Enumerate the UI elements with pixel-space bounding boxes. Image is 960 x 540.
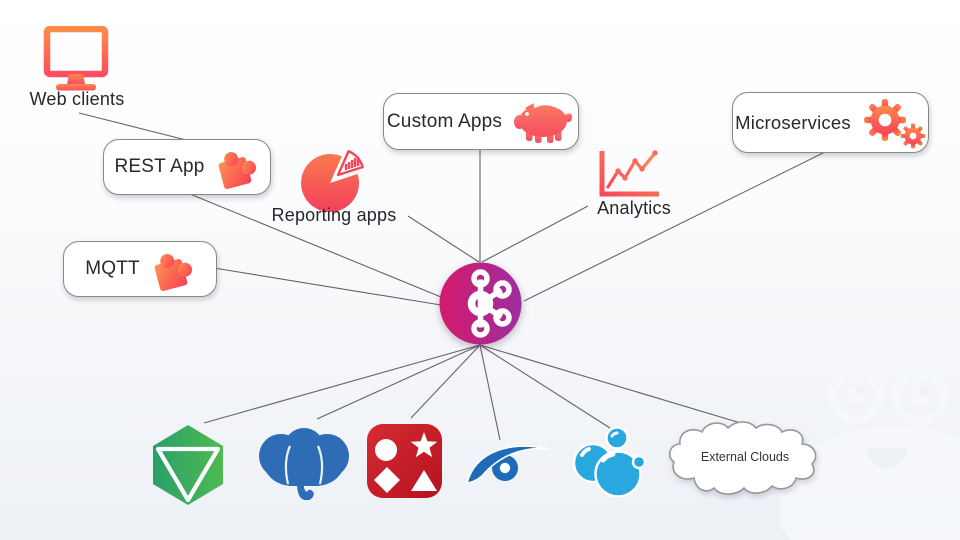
rest-app-label: REST App bbox=[114, 156, 205, 177]
pie-chart-icon bbox=[301, 150, 364, 213]
green-hexagon-db-icon bbox=[153, 425, 223, 505]
analytics-label: Analytics bbox=[597, 198, 671, 218]
blue-eye-icon bbox=[465, 445, 550, 484]
postgresql-elephant-icon bbox=[259, 428, 349, 500]
external-clouds-node: External Clouds bbox=[666, 420, 824, 500]
mqtt-node: MQTT bbox=[63, 241, 217, 297]
custom-apps-node: Custom Apps bbox=[383, 93, 579, 150]
reporting-apps-label: Reporting apps bbox=[271, 205, 397, 225]
piggy-bank-icon bbox=[514, 102, 573, 143]
puzzle-icon bbox=[219, 152, 257, 189]
microservices-node: Microservices bbox=[732, 92, 929, 153]
web-clients-label: Web clients bbox=[29, 89, 125, 109]
red-shapes-app-icon bbox=[367, 424, 442, 498]
monitor-icon bbox=[43, 26, 109, 91]
microservices-label: Microservices bbox=[735, 111, 851, 133]
kafka-hub-icon bbox=[439, 262, 522, 345]
line-chart-icon bbox=[599, 150, 659, 197]
puzzle-icon bbox=[154, 254, 192, 291]
mqtt-label: MQTT bbox=[85, 258, 140, 279]
cloud-icon bbox=[668, 421, 817, 495]
blue-bubbles-icon bbox=[572, 426, 646, 497]
gears-icon bbox=[863, 98, 926, 148]
rest-app-node: REST App bbox=[103, 139, 271, 195]
external-clouds-label: External Clouds bbox=[700, 450, 790, 464]
mascot-watermark bbox=[780, 367, 960, 540]
custom-apps-label: Custom Apps bbox=[386, 110, 503, 132]
